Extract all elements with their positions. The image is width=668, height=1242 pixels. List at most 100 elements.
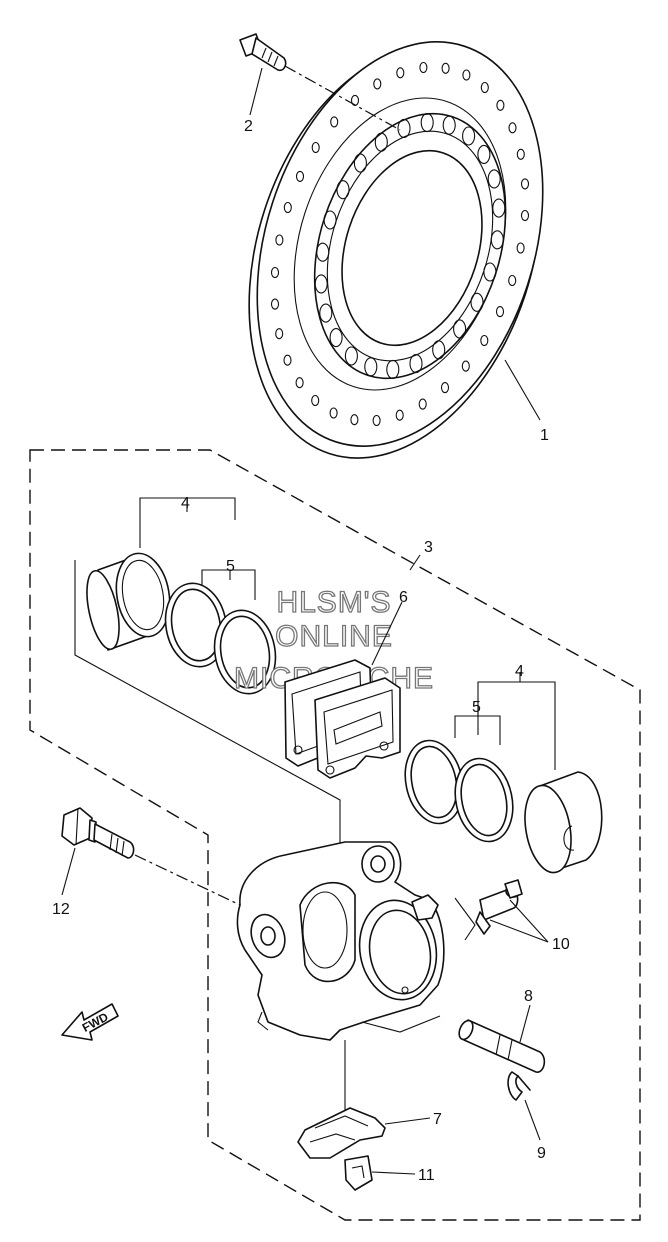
disc-hole (490, 230, 504, 250)
disc-hole (323, 210, 337, 230)
callout-11[interactable]: 11 (418, 1167, 435, 1184)
disc-hole (374, 132, 388, 152)
disc-hole (420, 113, 434, 133)
disc-hole (316, 242, 330, 262)
disc-hole (386, 359, 400, 379)
disc-hole (480, 334, 489, 347)
watermark-line-2: ONLINE (275, 620, 393, 653)
leader-10b (489, 919, 549, 943)
assembly-line-bolt (284, 65, 401, 131)
disc-hole (353, 153, 367, 173)
disc-hole (483, 262, 497, 282)
disc-hole (480, 81, 489, 94)
disc-hole (295, 377, 304, 389)
disc-hole (440, 382, 450, 394)
disc-bolt[interactable] (239, 33, 287, 72)
leader-7 (384, 1117, 431, 1125)
callout-1[interactable]: 1 (540, 427, 549, 444)
callout-7[interactable]: 7 (433, 1111, 442, 1128)
assembly-boundary-caliper (29, 449, 641, 1221)
disc-hole (396, 67, 405, 79)
disc-hole (330, 116, 339, 128)
disc-hole (270, 266, 280, 279)
bleeder-assembly-line (454, 897, 476, 941)
piston-left[interactable] (81, 549, 176, 652)
leader-8 (519, 1004, 531, 1043)
callout-5-right[interactable]: 5 (472, 699, 481, 716)
disc-hole (520, 209, 530, 222)
callout-2[interactable]: 2 (244, 118, 253, 135)
pin-clip[interactable] (507, 1071, 531, 1101)
disc-hole (329, 328, 343, 348)
disc-hole (409, 354, 423, 374)
forward-direction-arrow: FWD (61, 1003, 119, 1041)
disc-hole (397, 118, 411, 138)
disc-hole (470, 292, 484, 312)
piston-right[interactable] (519, 771, 603, 876)
disc-hole (508, 122, 517, 134)
disc-hole (418, 398, 427, 410)
disc-hole (372, 414, 381, 427)
disc-hole (487, 169, 501, 189)
watermark-line-1: HLSM'S (276, 586, 391, 619)
caliper-body[interactable] (236, 841, 445, 1041)
disc-hole (311, 141, 320, 154)
bleed-screw[interactable] (475, 879, 523, 935)
leader-2 (249, 67, 263, 116)
disc-hole (283, 201, 292, 214)
disc-hole (336, 180, 350, 200)
disc-hole (275, 234, 284, 246)
disc-hole (295, 170, 305, 182)
disc-hole (477, 144, 491, 164)
leader-1 (504, 359, 541, 421)
disc-hole (314, 274, 328, 294)
pad-support[interactable] (344, 1155, 373, 1191)
callout-3[interactable]: 3 (424, 539, 433, 556)
disc-hole (516, 148, 525, 160)
disc-hole (344, 346, 358, 366)
callout-8[interactable]: 8 (524, 988, 533, 1005)
disc-hole (441, 62, 450, 74)
bracket-4-right (477, 681, 556, 770)
caliper-mounting-bolt[interactable] (61, 807, 135, 859)
brake-pad-kit[interactable] (284, 659, 401, 779)
disc-hole (453, 319, 467, 339)
callout-10[interactable]: 10 (552, 936, 570, 953)
brake-disc[interactable] (199, 5, 592, 496)
pad-pin[interactable] (456, 1018, 546, 1073)
bracket-5-left (201, 569, 256, 600)
callout-4-left[interactable]: 4 (181, 495, 190, 512)
callout-9[interactable]: 9 (537, 1145, 546, 1162)
disc-hole (319, 303, 333, 323)
disc-hole (373, 78, 382, 90)
disc-hole (329, 407, 338, 419)
dust-seal-right[interactable] (398, 735, 470, 829)
disc-hole (520, 178, 530, 190)
leader-6 (371, 601, 403, 666)
disc-holes (270, 61, 530, 427)
leader-9 (524, 1099, 541, 1141)
callout-5-left[interactable]: 5 (226, 558, 235, 575)
disc-hole (496, 99, 505, 111)
pad-spring[interactable] (297, 1107, 386, 1159)
disc-hole (462, 126, 476, 146)
piston-seal-left[interactable] (159, 578, 233, 671)
leader-11 (371, 1171, 416, 1175)
dust-seal-left[interactable] (208, 605, 282, 698)
disc-hole (395, 409, 404, 421)
disc-hole (516, 242, 525, 254)
disc-hole (419, 61, 428, 74)
leader-10a (509, 899, 549, 943)
callout-12[interactable]: 12 (52, 901, 70, 918)
callout-6[interactable]: 6 (399, 589, 408, 606)
assembly-line-mount (134, 854, 241, 906)
disc-hole (364, 357, 378, 377)
callout-4-right[interactable]: 4 (515, 663, 524, 680)
pin-assembly-line (361, 1015, 441, 1033)
disc-hole (283, 354, 292, 366)
disc-hole (432, 340, 446, 360)
piston-seal-right[interactable] (448, 753, 520, 847)
disc-hole (492, 198, 506, 218)
